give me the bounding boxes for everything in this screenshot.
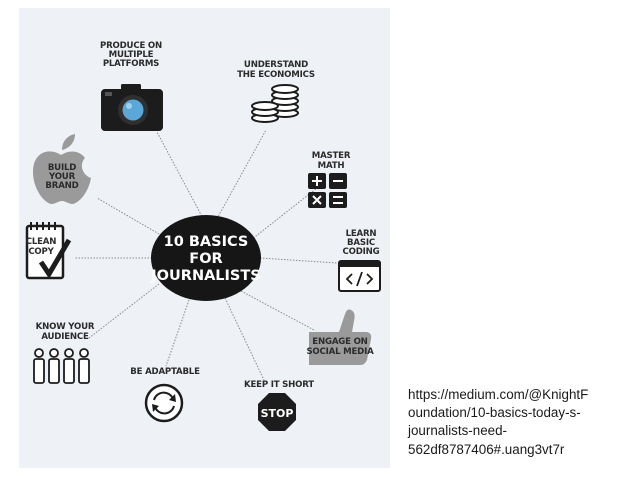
people-icon [33, 348, 90, 384]
infographic-panel: 10 BASICS FOR JOURNALISTS PRODUCE ON MUL… [19, 8, 390, 468]
stop-sign-icon: STOP [258, 393, 296, 431]
connector-audience [88, 283, 160, 339]
node-economics-label-1: UNDERSTAND [244, 60, 308, 70]
thumbs-up-icon [309, 309, 372, 365]
code-window-icon [338, 260, 381, 292]
node-copy: CLEAN COPY [25, 222, 72, 280]
node-math-label-1: MASTER [312, 151, 351, 161]
node-social: ENGAGE ON SOCIAL MEDIA [306, 309, 374, 365]
coins-icon [251, 84, 299, 123]
node-copy-label-2: COPY [28, 247, 54, 257]
node-platforms-label-2: MULTIPLE [109, 50, 154, 60]
connector-brand [96, 197, 160, 235]
node-adaptable: BE ADAPTABLE [130, 367, 200, 423]
connector-platforms [156, 131, 207, 225]
source-url-line-1: https://medium.com/@KnightF [408, 387, 589, 402]
center-line-2: FOR [189, 251, 222, 267]
node-platforms-label-3: PLATFORMS [103, 59, 159, 69]
svg-text:STOP: STOP [261, 407, 294, 420]
connector-economics [213, 129, 267, 225]
center-circle [151, 215, 261, 301]
connector-math [250, 187, 318, 241]
calculator-icon [308, 173, 347, 208]
node-audience-label-1: KNOW YOUR [36, 322, 95, 332]
center-line-1: 10 BASICS [164, 234, 249, 250]
node-copy-label-1: CLEAN [26, 237, 57, 247]
source-url: https://medium.com/@KnightF oundation/10… [408, 386, 630, 459]
center-node: 10 BASICS FOR JOURNALISTS [150, 215, 261, 301]
basics-diagram: 10 BASICS FOR JOURNALISTS PRODUCE ON MUL… [25, 41, 381, 431]
node-brand: BUILD YOUR BRAND [33, 134, 91, 204]
node-platforms-label-1: PRODUCE ON [100, 41, 162, 51]
checklist-icon [25, 222, 72, 280]
node-brand-label-2: YOUR [48, 172, 76, 182]
node-economics-label-2: THE ECONOMICS [237, 70, 315, 80]
node-audience-label-2: AUDIENCE [41, 332, 89, 342]
connector-lines [74, 129, 338, 381]
node-short: KEEP IT SHORT STOP [244, 380, 314, 431]
connector-short [224, 297, 265, 381]
node-short-label-1: KEEP IT SHORT [244, 380, 314, 390]
node-brand-label-3: BRAND [45, 181, 78, 191]
node-coding: LEARN BASIC CODING [338, 229, 381, 292]
source-url-line-3: journalists-need- [408, 423, 507, 439]
connector-adaptable [165, 299, 190, 367]
node-social-label-1: ENGAGE ON [312, 337, 367, 347]
node-audience: KNOW YOUR AUDIENCE [33, 322, 95, 384]
node-math: MASTER MATH [308, 151, 351, 208]
apple-logo-icon [33, 134, 91, 204]
node-economics: UNDERSTAND THE ECONOMICS [237, 60, 315, 123]
node-brand-label-1: BUILD [48, 163, 76, 173]
source-url-line-2: oundation/10-basics-today-s- [408, 405, 581, 421]
node-adaptable-label-1: BE ADAPTABLE [130, 367, 200, 377]
node-platforms: PRODUCE ON MULTIPLE PLATFORMS [100, 41, 163, 131]
node-coding-label-2: BASIC [347, 238, 375, 248]
node-math-label-2: MATH [318, 161, 345, 171]
node-coding-label-1: LEARN [346, 229, 377, 239]
node-social-label-2: SOCIAL MEDIA [306, 347, 374, 357]
refresh-cycle-icon [144, 383, 184, 423]
source-url-line-4: 562df8787406#.uang3vt7r [408, 441, 565, 457]
camera-icon [101, 84, 163, 131]
center-line-3: JOURNALISTS [150, 268, 260, 284]
connector-social [240, 290, 315, 331]
connector-coding [259, 257, 338, 264]
node-coding-label-3: CODING [343, 247, 380, 257]
